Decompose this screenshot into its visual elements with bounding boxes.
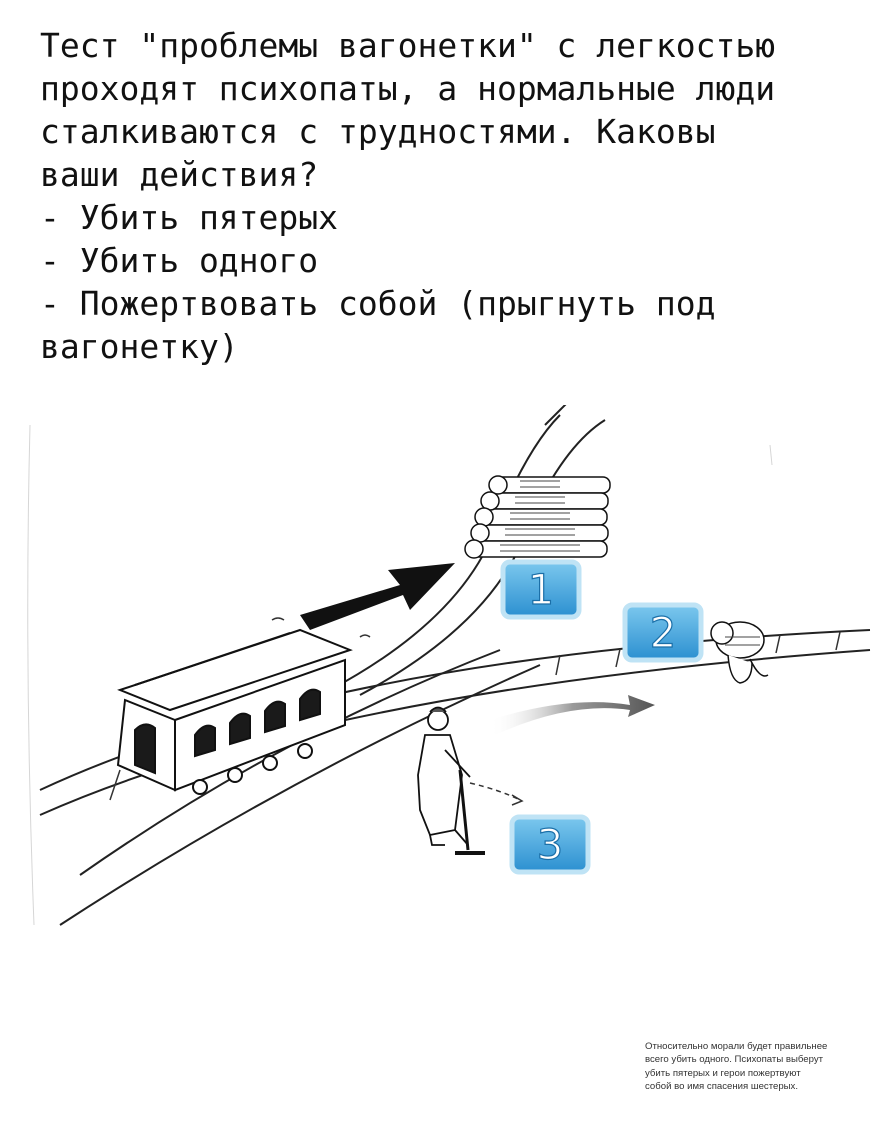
footnote-line: всего убить одного. Психопаты выберут: [645, 1054, 824, 1066]
footnote-line: Относительно морали будет правильнее: [645, 1041, 828, 1052]
option-kill-five: - Убить пятерых: [40, 198, 339, 237]
arrow-to-branch: [300, 563, 455, 630]
badge-2: 2: [622, 602, 704, 663]
badge-3: 3: [509, 814, 591, 875]
single-person: [710, 621, 769, 684]
question-line: Тест "проблемы вагонетки" с легкостью: [40, 26, 776, 65]
badge-2-label: 2: [650, 608, 677, 657]
option-sacrifice-self-continued: вагонетку): [40, 327, 239, 366]
footnote: Относительно морали будет правильнее все…: [645, 1040, 865, 1093]
footnote-line: собой во имя спасения шестерых.: [645, 1080, 799, 1092]
lever: [455, 769, 485, 855]
question-text: Тест "проблемы вагонетки" с легкостью пр…: [40, 24, 860, 368]
motion-lines: [271, 617, 371, 638]
badge-1-label: 1: [528, 565, 555, 614]
arrow-along-main: [490, 695, 655, 735]
question-line: проходят психопаты, а нормальные люди: [40, 69, 776, 108]
option-sacrifice-self: - Пожертвовать собой (прыгнуть под: [40, 284, 716, 323]
badge-1: 1: [500, 559, 582, 620]
lever-dash-arrow: [469, 782, 521, 801]
option-kill-one: - Убить одного: [40, 241, 319, 280]
footnote-line: убить пятерых и герои пожертвуют: [645, 1067, 801, 1079]
trolley: [116, 628, 353, 795]
frame-lines: [27, 424, 773, 926]
lever-man: [417, 706, 471, 846]
question-line: ваши действия?: [40, 155, 319, 194]
question-line: сталкиваются с трудностями. Каковы: [40, 112, 716, 151]
trolley-problem-illustration: 1 2 3: [27, 405, 871, 926]
badge-3-label: 3: [537, 820, 564, 869]
five-people: [464, 475, 611, 559]
